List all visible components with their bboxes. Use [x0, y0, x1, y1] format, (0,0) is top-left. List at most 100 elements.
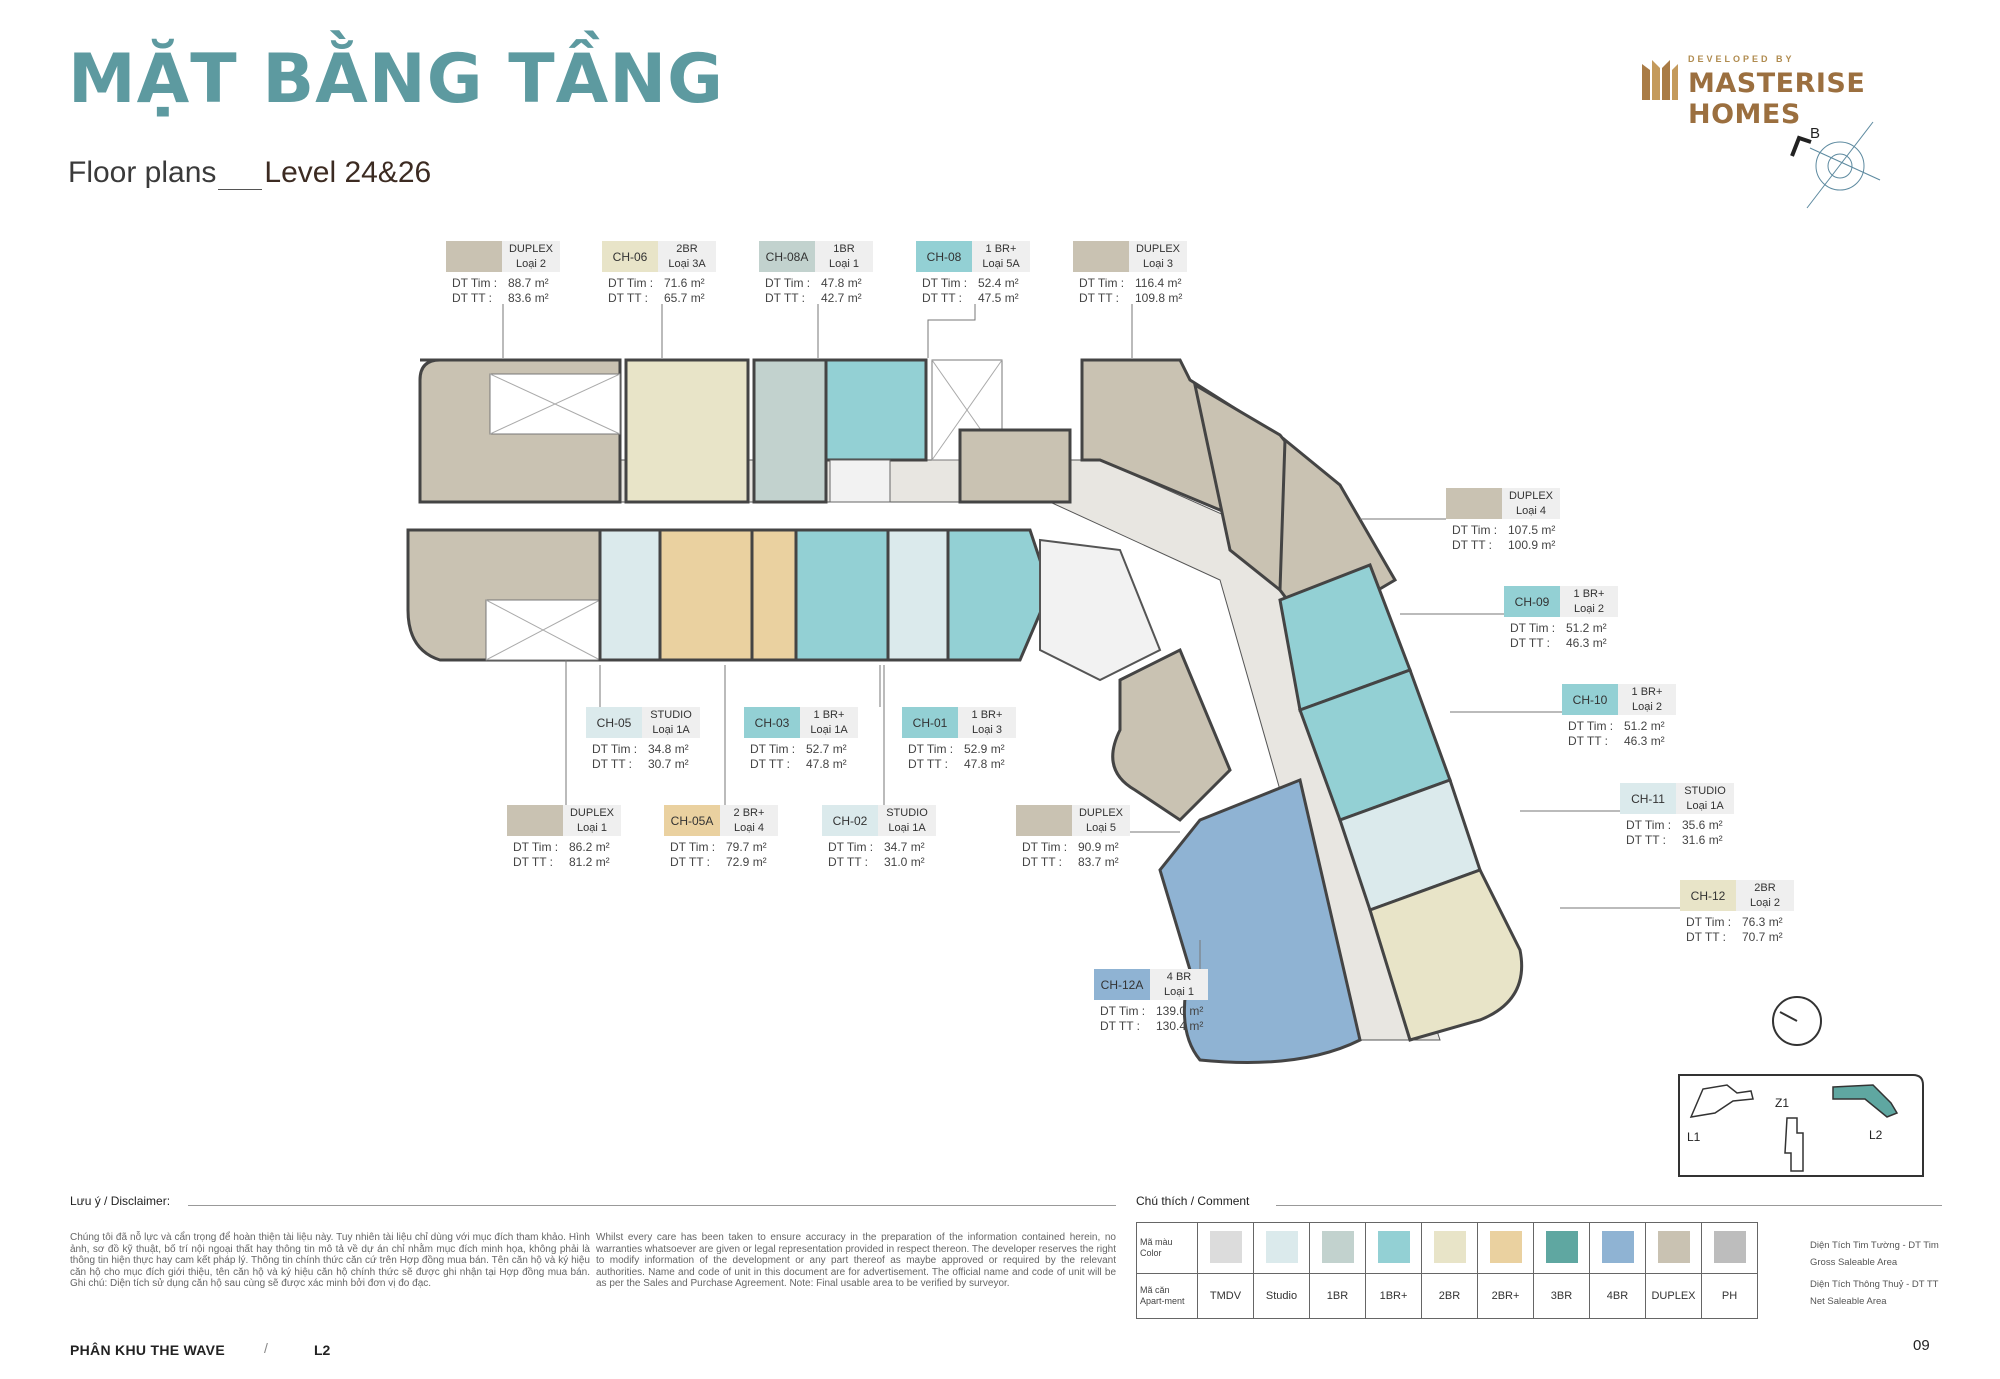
footer-zone: PHÂN KHU THE WAVE — [70, 1342, 225, 1358]
gross-label: DT Tim : — [1452, 523, 1498, 537]
gross-value: 86.2 m² — [569, 840, 610, 854]
gross-value: 71.6 m² — [664, 276, 705, 290]
unit-code — [507, 805, 563, 836]
legend-rule — [1276, 1205, 1942, 1206]
unit-type: 1 BR+ — [971, 708, 1003, 721]
key-map-l2-label: L2 — [1869, 1128, 1883, 1142]
net-value: 47.8 m² — [964, 757, 1005, 771]
gross-value: 52.9 m² — [964, 742, 1005, 756]
legend-def-net-vi: Diện Tích Thông Thuỷ - DT TT — [1810, 1279, 1939, 1290]
legend-def-net-en: Net Saleable Area — [1810, 1296, 1887, 1307]
key-map-l2-icon — [1832, 1084, 1899, 1118]
unit-ch-05[interactable] — [598, 528, 662, 662]
subtitle-rule — [218, 188, 263, 190]
net-label: DT TT : — [452, 291, 493, 305]
gross-label: DT Tim : — [608, 276, 654, 290]
gross-value: 139.0 m² — [1156, 1004, 1204, 1018]
unit-subtype: Loại 5A — [982, 257, 1020, 270]
unit-duplex-loai5[interactable] — [1111, 647, 1232, 822]
net-label: DT TT : — [1022, 855, 1063, 869]
unit-type: 1 BR+ — [813, 708, 845, 721]
gross-value: 51.2 m² — [1566, 621, 1607, 635]
legend-label-1brplus: 1BR+ — [1365, 1273, 1422, 1319]
gross-value: 52.7 m² — [806, 742, 847, 756]
legend-label-tmdv: TMDV — [1197, 1273, 1254, 1319]
unit-subtype: Loại 1A — [652, 723, 690, 736]
key-map-l1-icon — [1689, 1084, 1754, 1118]
net-value: 46.3 m² — [1624, 734, 1665, 748]
net-value: 31.0 m² — [884, 855, 925, 869]
unit-code — [1446, 488, 1502, 519]
developer-logo: DEVELOPED BY MASTERISE HOMES — [1640, 52, 1940, 130]
gross-label: DT Tim : — [1079, 276, 1125, 290]
unit-type: DUPLEX — [1135, 242, 1181, 255]
unit-ch-01[interactable] — [946, 528, 1052, 662]
gross-value: 34.8 m² — [648, 742, 689, 756]
legend-swatch-studio — [1265, 1230, 1298, 1263]
gross-label: DT Tim : — [513, 840, 559, 854]
net-label: DT TT : — [1568, 734, 1609, 748]
unit-code: CH-06 — [602, 241, 658, 272]
legend-label-ph: PH — [1701, 1273, 1758, 1319]
legend-label-1br: 1BR — [1309, 1273, 1366, 1319]
disclaimer-title: Lưu ý / Disclaimer: — [70, 1194, 171, 1208]
unit-type: 2 BR+ — [733, 806, 765, 819]
unit-type: DUPLEX — [508, 242, 554, 255]
legend-def-net: Diện Tích Thông Thuỷ - DT TT Net Saleable… — [1810, 1276, 1938, 1310]
unit-ch-03[interactable] — [794, 528, 890, 662]
legend-label-2br: 2BR — [1421, 1273, 1478, 1319]
unit-code: CH-08A — [759, 241, 815, 272]
net-label: DT TT : — [670, 855, 711, 869]
disclaimer-en: Whilst every care has been taken to ensu… — [596, 1232, 1116, 1289]
unit-type: 2BR — [1754, 881, 1776, 894]
gross-label: DT Tim : — [1022, 840, 1068, 854]
gross-value: 35.6 m² — [1682, 818, 1723, 832]
unit-type: 2BR — [676, 242, 698, 255]
legend-apt-head-vi: Mã căn — [1140, 1285, 1170, 1295]
page-number: 09 — [1913, 1337, 1930, 1354]
net-value: 70.7 m² — [1742, 930, 1783, 944]
unit-ch-06[interactable] — [624, 358, 750, 504]
unit-code: CH-03 — [744, 707, 800, 738]
unit-subtype: Loại 1A — [1686, 799, 1724, 812]
unit-ch-08[interactable] — [824, 358, 928, 462]
unit-subtype: Loại 2 — [1574, 602, 1604, 615]
unit-type: 1 BR+ — [1573, 587, 1605, 600]
gross-label: DT Tim : — [765, 276, 811, 290]
page-title: MẶT BẰNG TẦNG — [68, 40, 724, 119]
gross-label: DT Tim : — [908, 742, 954, 756]
disclaimer-vi: Chúng tôi đã nỗ lực và cẩn trọng để hoàn… — [70, 1232, 590, 1289]
footer-separator: / — [264, 1340, 268, 1356]
net-value: 83.6 m² — [508, 291, 549, 305]
gross-value: 76.3 m² — [1742, 915, 1783, 929]
net-value: 83.7 m² — [1078, 855, 1119, 869]
net-label: DT TT : — [1686, 930, 1727, 944]
net-value: 47.8 m² — [806, 757, 847, 771]
unit-type: 1 BR+ — [1631, 685, 1663, 698]
unit-subtype: Loại 2 — [516, 257, 546, 270]
net-label: DT TT : — [1626, 833, 1667, 847]
legend-swatch-1br — [1321, 1230, 1354, 1263]
unit-code: CH-01 — [902, 707, 958, 738]
unit-ch-05a[interactable] — [658, 528, 754, 662]
stair-core-north — [829, 459, 891, 503]
unit-ch-12[interactable] — [1368, 868, 1524, 1042]
unit-code: CH-12A — [1094, 969, 1150, 1000]
unit-code: CH-12 — [1680, 880, 1736, 911]
lift-core — [1039, 538, 1162, 682]
legend-label-studio: Studio — [1253, 1273, 1310, 1319]
subtitle-label: Floor plans — [68, 156, 217, 189]
gross-value: 34.7 m² — [884, 840, 925, 854]
gross-value: 51.2 m² — [1624, 719, 1665, 733]
unit-ch-08a[interactable] — [752, 358, 828, 504]
